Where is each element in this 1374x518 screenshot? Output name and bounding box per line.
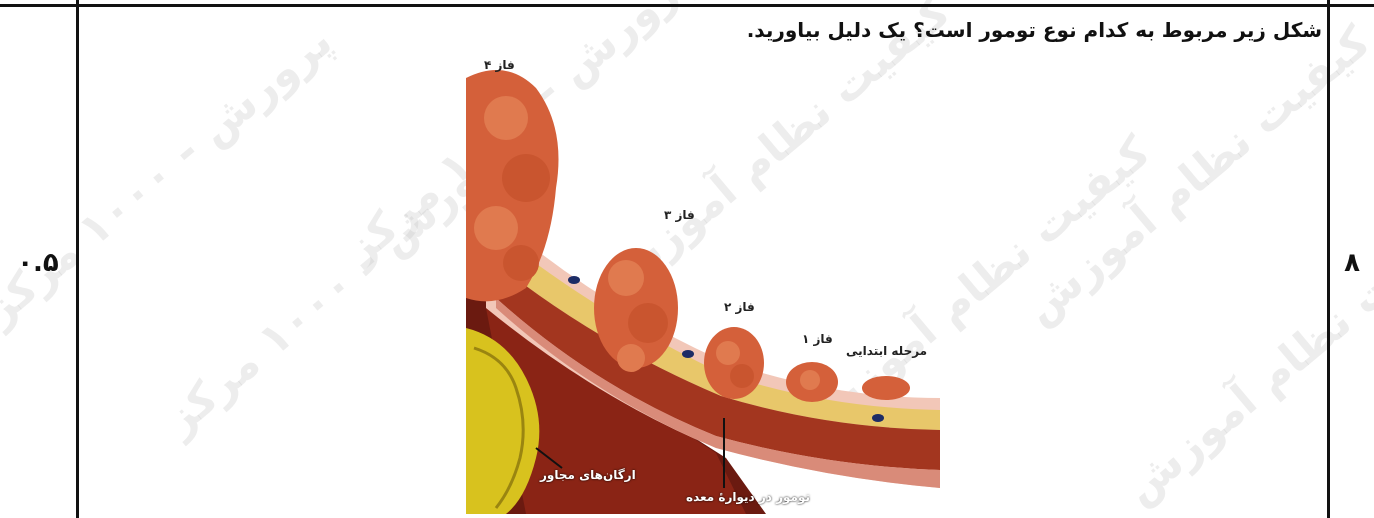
label-phase-1: فاز ۱ [802, 332, 833, 346]
table-top-border [0, 4, 1374, 7]
label-adjacent-organs: ارگان‌های مجاور [540, 468, 636, 482]
question-number: ۸ [1330, 248, 1374, 278]
label-phase-4: فاز ۴ [484, 58, 515, 72]
label-phase-3: فاز ۳ [664, 208, 695, 222]
label-phase-2: فاز ۲ [724, 300, 755, 314]
label-early-stage: مرحله ابتدایی [846, 344, 927, 358]
label-stomach-wall-tumor: تومور در دیوارهٔ معده [686, 490, 810, 504]
score-column-divider [76, 0, 79, 518]
tumor-diagram: فاز ۴ فاز ۳ فاز ۲ فاز ۱ مرحله ابتدایی ار… [466, 58, 940, 514]
question-score: ۰.۵ [0, 248, 76, 278]
tumor-diagram-illustration [466, 58, 940, 514]
question-prompt: شکل زیر مربوط به کدام نوع تومور است؟ یک … [747, 18, 1322, 42]
